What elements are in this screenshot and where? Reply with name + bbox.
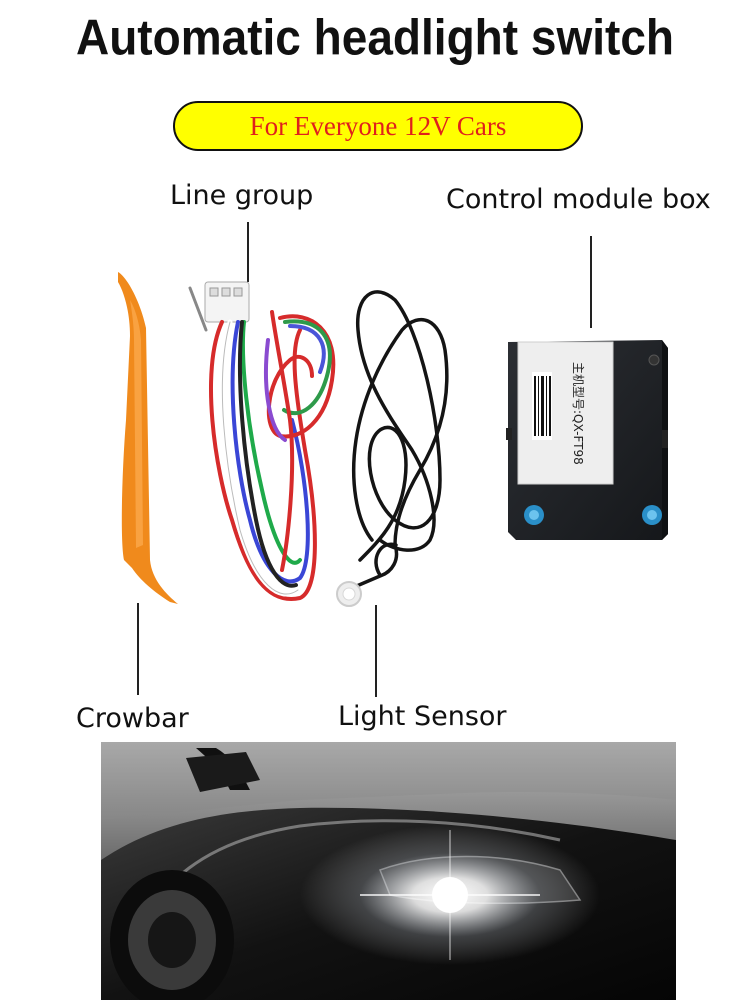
leader-line-group — [247, 222, 249, 282]
light-sensor-cable — [336, 290, 449, 607]
compatibility-badge-text: For Everyone 12V Cars — [249, 110, 507, 141]
label-light-sensor: Light Sensor — [338, 701, 507, 732]
module-screw-left — [524, 505, 544, 525]
car-headlight-photo — [101, 742, 676, 1000]
wire-harness — [188, 281, 336, 601]
leader-control-module — [590, 236, 592, 328]
label-control-module-box: Control module box — [446, 184, 711, 215]
leader-crowbar — [137, 603, 139, 695]
module-model-label: 主机型号:QX-FT98 — [571, 362, 585, 465]
label-crowbar: Crowbar — [76, 703, 189, 734]
control-module-box: 主机型号:QX-FT98 — [506, 340, 668, 540]
module-barcode — [532, 372, 552, 440]
page-title: Automatic headlight switch — [75, 8, 675, 66]
module-screw-right — [642, 505, 662, 525]
compatibility-badge: For Everyone 12V Cars — [173, 101, 583, 151]
label-line-group: Line group — [170, 180, 314, 211]
leader-light-sensor — [375, 605, 377, 697]
crowbar-tool — [118, 272, 178, 604]
